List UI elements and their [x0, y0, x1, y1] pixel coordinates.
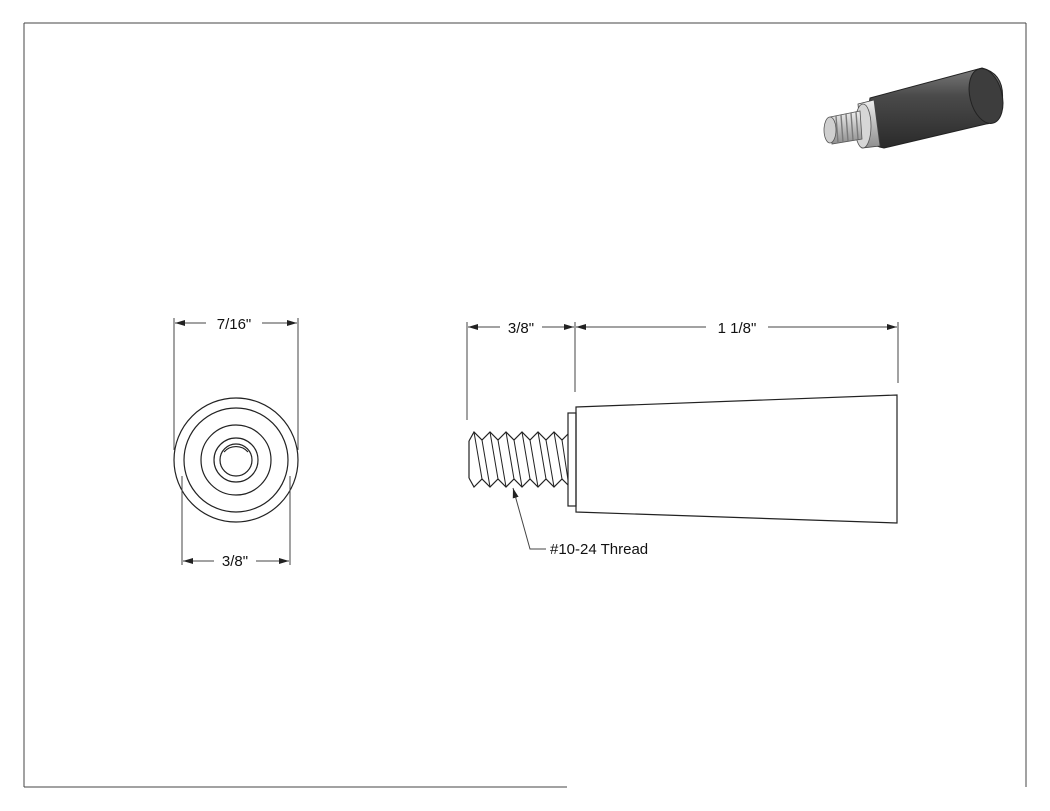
tapered-body	[575, 394, 898, 524]
front-width-bottom-label: 3/8"	[222, 553, 248, 570]
body-length-label: 1 1/8"	[718, 320, 757, 337]
thread-inner-circle	[219, 443, 253, 477]
sheet-border	[23, 22, 1027, 788]
thread-length-label: 3/8"	[508, 320, 534, 337]
front-view: 7/16" 3/8"	[173, 316, 299, 570]
collar	[567, 412, 577, 507]
isometric-render	[823, 67, 1004, 149]
side-view: 3/8" 1 1/8" #10-24 Thread	[466, 320, 899, 558]
second-circle	[183, 407, 289, 513]
thread-callout-label: #10-24 Thread	[550, 541, 648, 558]
thread	[468, 431, 569, 488]
outer-circle	[173, 397, 299, 523]
collar-circle	[200, 424, 272, 496]
front-width-top-label: 7/16"	[217, 316, 252, 333]
thread-outer-circle	[213, 437, 259, 483]
